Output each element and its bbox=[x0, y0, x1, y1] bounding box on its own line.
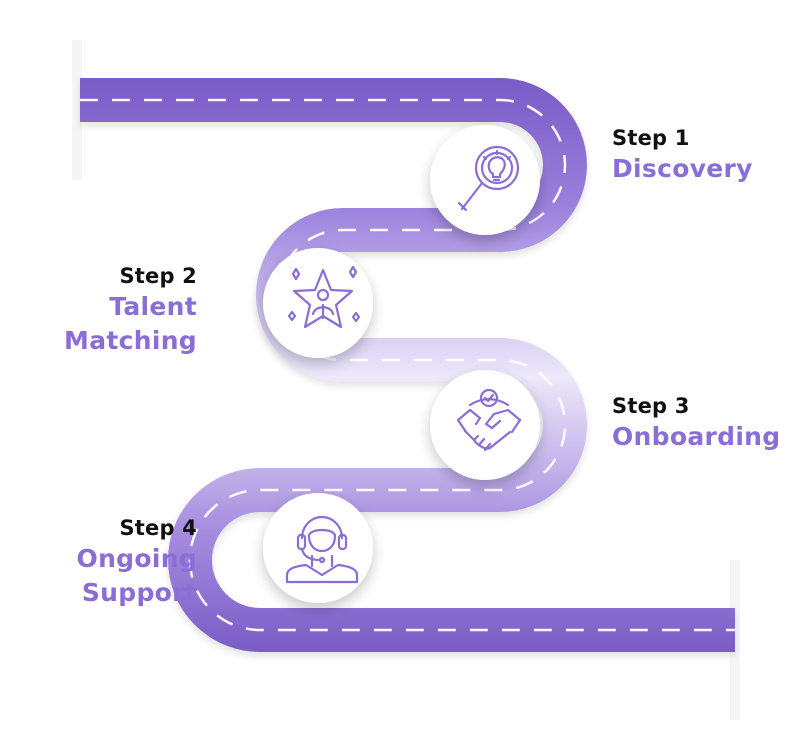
star-person-icon bbox=[287, 265, 361, 329]
step-2-badge bbox=[263, 248, 373, 358]
step-4-label: Step 4 Ongoing Support bbox=[40, 514, 197, 610]
step-3-badge bbox=[430, 370, 540, 480]
step-2-title-line2: Matching bbox=[64, 326, 197, 355]
step-3-title: Onboarding bbox=[612, 422, 781, 451]
step-4-badge bbox=[263, 493, 373, 603]
step-1-badge bbox=[430, 125, 540, 235]
magnifier-lightbulb-icon bbox=[457, 145, 520, 212]
step-1-label: Step 1 Discovery bbox=[612, 124, 753, 186]
road-center-dashes bbox=[80, 98, 735, 632]
step-1-title: Discovery bbox=[612, 154, 753, 183]
step-3-label: Step 3 Onboarding bbox=[612, 392, 780, 454]
step-1-number: Step 1 bbox=[612, 126, 690, 150]
step-2-title-line1: Talent bbox=[109, 292, 197, 321]
headset-agent-icon bbox=[285, 515, 359, 584]
step-2-label: Step 2 Talent Matching bbox=[40, 262, 197, 358]
step-4-title-line1: Ongoing bbox=[76, 544, 197, 573]
handshake-check-icon bbox=[456, 388, 522, 452]
road-start-shadow bbox=[72, 40, 82, 180]
step-3-number: Step 3 bbox=[612, 394, 690, 418]
step-2-number: Step 2 bbox=[119, 264, 197, 288]
step-4-number: Step 4 bbox=[119, 516, 197, 540]
step-4-title-line2: Support bbox=[81, 578, 197, 607]
